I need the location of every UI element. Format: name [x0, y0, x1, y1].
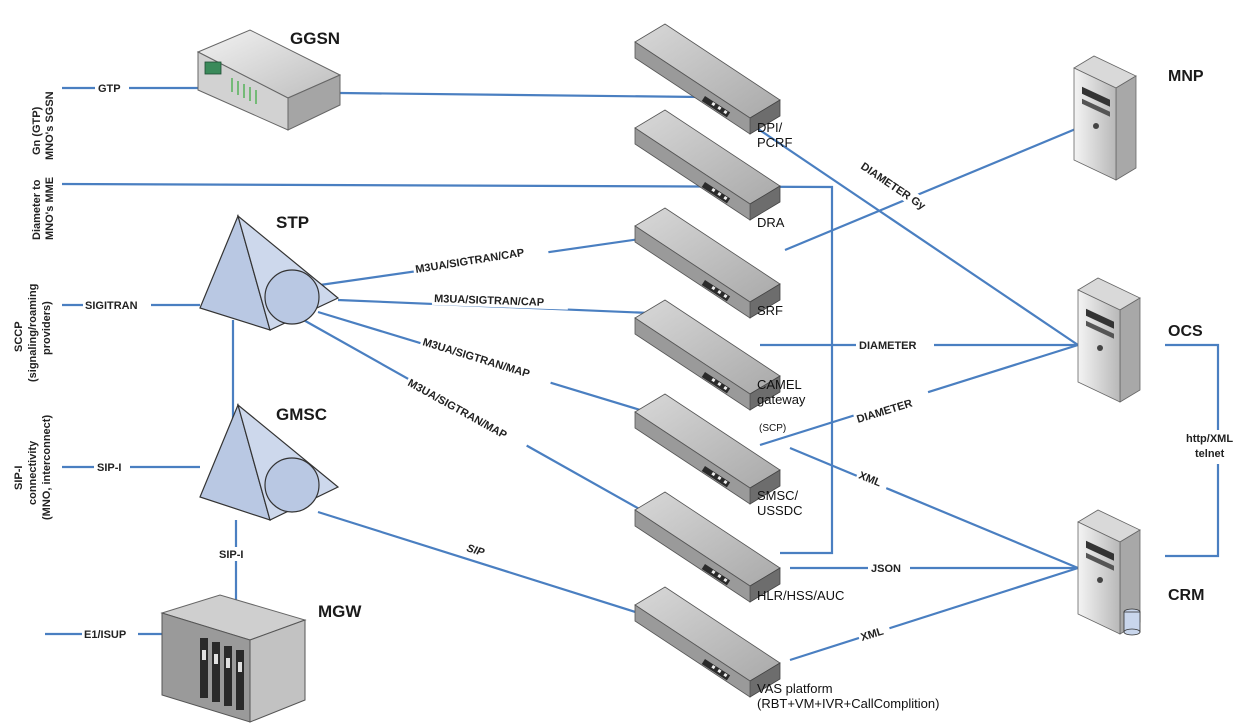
label-m3ua-srf: M3UA/SIGTRAN/CAP [415, 247, 526, 276]
side-label-sipi-2: connectivity [27, 440, 39, 505]
server-mnp [1073, 55, 1137, 181]
link-smsc-crm [789, 446, 1079, 570]
label-http-1: http/XML [1186, 433, 1233, 445]
label-json: JSON [871, 563, 901, 575]
stp-node [199, 214, 340, 331]
label-xml-2: XML [859, 626, 885, 644]
mgw-device [160, 594, 307, 723]
server-ocs [1077, 277, 1141, 403]
dra-label: DRA [757, 215, 785, 230]
label-sip: SIP [465, 542, 486, 559]
camel-label-1: CAMEL [757, 377, 802, 392]
label-sipi-left: SIP-I [97, 462, 121, 474]
label-sigtran: SIGITRAN [85, 300, 138, 312]
side-label-diam-1: Diameter to [31, 179, 43, 240]
side-label-sccp-3: providers) [41, 301, 53, 355]
gmsc-title: GMSC [276, 405, 327, 424]
side-label-sccp-1: SCCP [13, 321, 25, 352]
smsc-label-2: USSDC [757, 503, 803, 518]
ggsn-title: GGSN [290, 29, 340, 48]
label-diameter-2: DIAMETER [855, 398, 913, 426]
side-labels: Gn (GTP) MNO's SGSN Diameter to MNO's MM… [13, 91, 56, 520]
label-xml-1: XML [857, 470, 883, 490]
crm-title: CRM [1168, 587, 1204, 604]
dpi-label-1: DPI/ [757, 120, 783, 135]
side-label-gn-2: MNO's SGSN [44, 91, 56, 160]
label-diameter-1: DIAMETER [859, 340, 917, 352]
link-vas-crm [789, 566, 1079, 662]
vas-label-1: VAS platform [757, 681, 833, 696]
camel-label-3: (SCP) [759, 423, 786, 434]
ocs-title: OCS [1168, 323, 1203, 340]
side-label-diam-2: MNO's MME [44, 177, 56, 240]
dpi-label-2: PCRF [757, 135, 792, 150]
side-label-sipi-3: (MNO, interconnect) [41, 415, 53, 520]
srf-label: SRF [757, 303, 783, 318]
label-sipi-down: SIP-I [219, 549, 243, 561]
link-sip [317, 510, 646, 617]
mgw-title: MGW [318, 602, 362, 621]
label-m3ua-camel: M3UA/SIGTRAN/CAP [434, 293, 544, 309]
mnp-title: MNP [1168, 68, 1204, 85]
vas-label-2: (RBT+VM+IVR+CallComplition) [757, 696, 939, 711]
link-dpi-ocs [729, 109, 1079, 346]
label-gtp: GTP [98, 83, 121, 95]
link-diameter-mme-dra [61, 182, 834, 555]
camel-label-2: gateway [757, 392, 806, 407]
stp-title: STP [276, 213, 309, 232]
label-http-2: telnet [1195, 448, 1225, 460]
label-e1: E1/ISUP [84, 629, 126, 641]
link-ggsn-dpi [339, 91, 701, 99]
label-m3ua-smsc: M3UA/SIGTRAN/MAP [421, 336, 531, 380]
side-label-sipi-1: SIP-I [13, 466, 25, 490]
link-srf-mnp [784, 126, 1079, 252]
smsc-label-1: SMSC/ [757, 488, 799, 503]
gmsc-node [199, 403, 340, 521]
side-label-sccp-2: (signaling/roaming [27, 284, 39, 382]
label-m3ua-hlr: M3UA/SIGTRAN/MAP [406, 377, 509, 441]
left-link-labels: GTP SIGITRAN SIP-I SIP-I E1/ISUP [82, 81, 256, 641]
server-crm [1077, 509, 1141, 636]
links [45, 86, 1220, 662]
ggsn-device [196, 29, 342, 131]
hlr-label: HLR/HSS/AUC [757, 588, 844, 603]
side-label-gn-1: Gn (GTP) [31, 106, 43, 155]
